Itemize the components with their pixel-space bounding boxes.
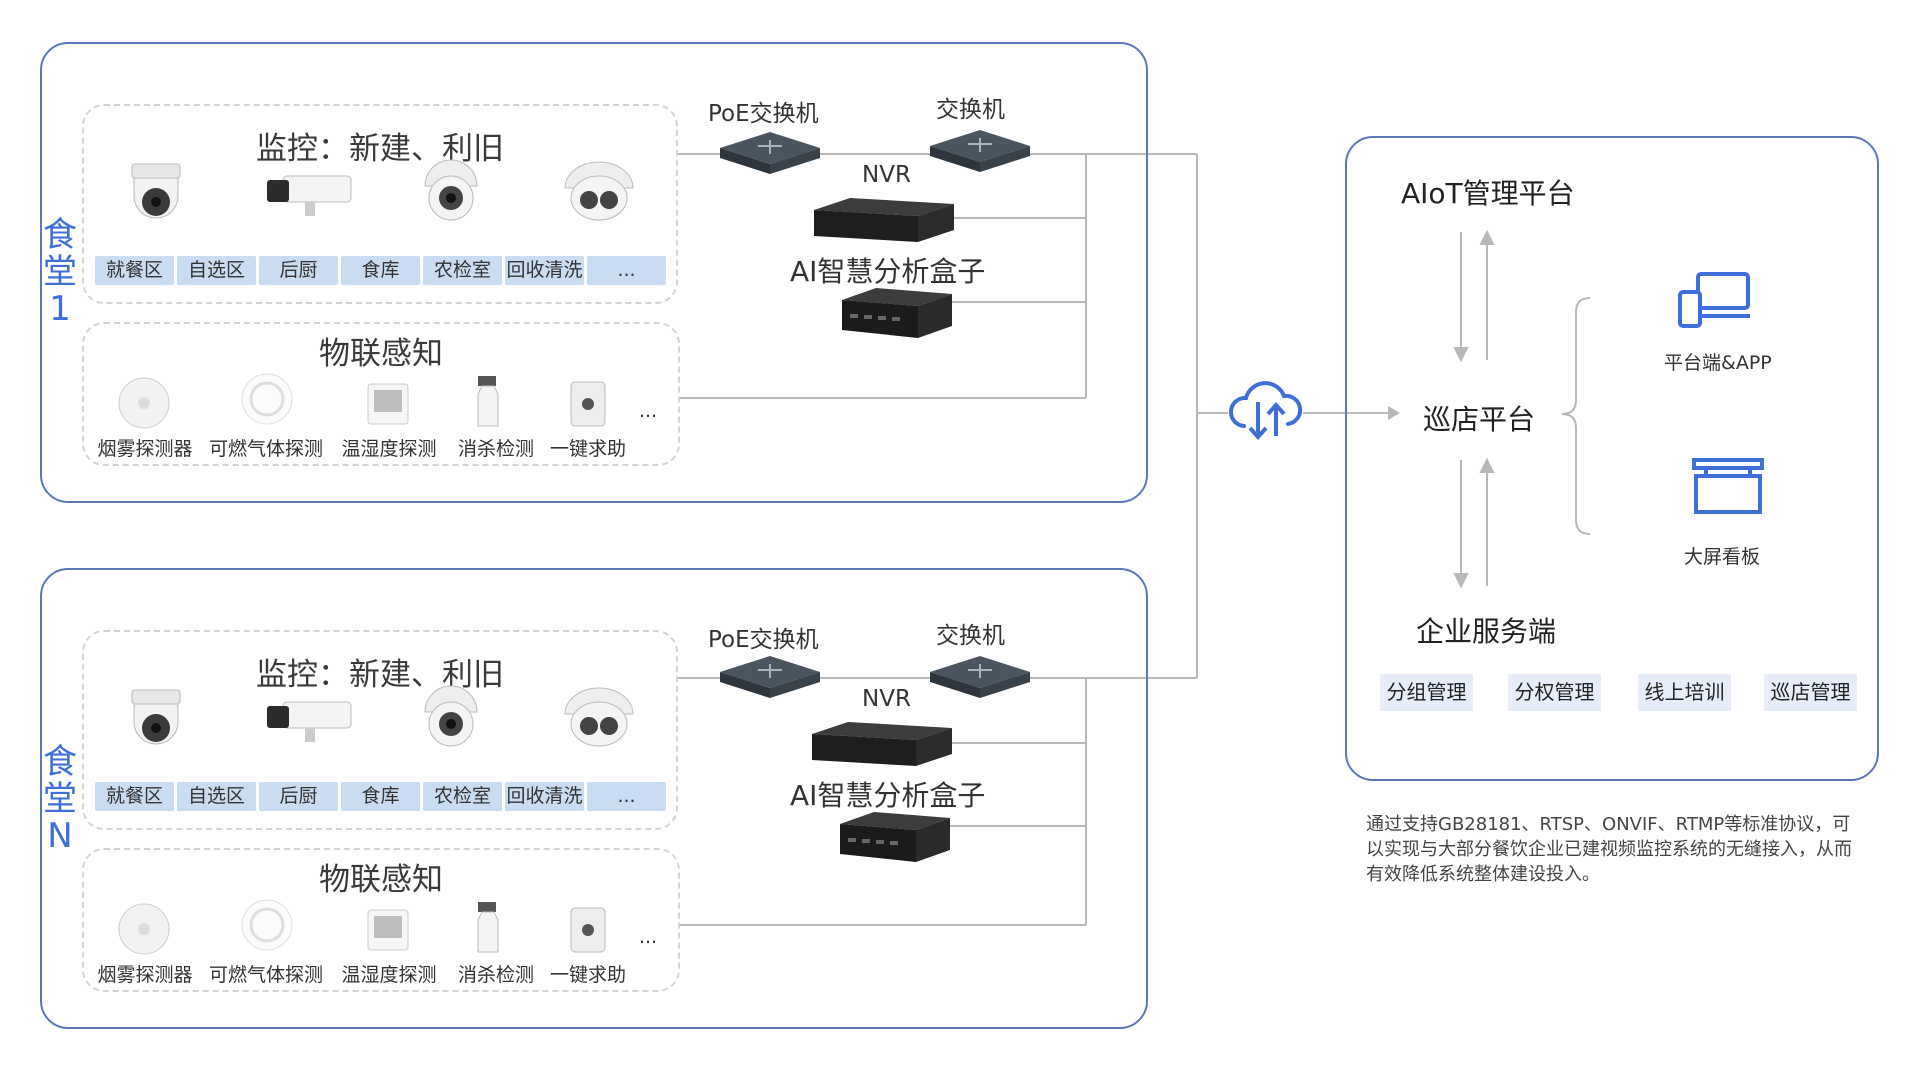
zone-chip-storage: 食库: [341, 782, 420, 811]
terminal-label-app: 平台端&APP: [1664, 352, 1772, 374]
gas-detector-icon: [241, 899, 293, 951]
sensor-label-sos: 一键求助: [549, 438, 626, 460]
switch-icon: [930, 656, 1030, 698]
iot-box-1: [82, 322, 680, 466]
zone-chip-self-select: 自选区: [177, 782, 256, 811]
zone-chip-inspection: 农检室: [423, 782, 502, 811]
sos-button-icon: [570, 907, 606, 953]
smoke-detector-icon: [118, 903, 170, 955]
zone-chip-kitchen: 后厨: [259, 782, 338, 811]
sensor-more: ...: [638, 400, 658, 422]
zone-chip-recycling: 回收清洗: [505, 256, 584, 285]
service-chip-group: 分组管理: [1380, 674, 1473, 711]
sensor-label-smoke: 烟雾探测器: [97, 964, 193, 986]
disinfection-sprayer-icon: [477, 902, 499, 953]
nvr-icon: [812, 722, 952, 766]
enterprise-service-title: 企业服务端: [1416, 615, 1557, 648]
nvr-icon: [814, 198, 954, 242]
zone-chip-dining: 就餐区: [95, 256, 174, 285]
turret-camera-icon: [424, 159, 478, 221]
terminal-label-dashboard: 大屏看板: [1684, 546, 1761, 568]
zone-chip-self-select: 自选区: [177, 256, 256, 285]
site-box-n: [40, 568, 1148, 1029]
site-box-1: [40, 42, 1148, 503]
ptz-camera-icon: [131, 163, 181, 219]
iot-title-n: 物联感知: [319, 862, 443, 898]
iot-title-1: 物联感知: [319, 336, 443, 372]
switch-label-n: 交换机: [936, 623, 1005, 649]
gas-detector-icon: [241, 373, 293, 425]
thermo-hygrometer-icon: [367, 909, 409, 951]
cloud-upload-download-icon: [1228, 381, 1303, 441]
dashboard-screen-icon: [1692, 458, 1764, 514]
ai-box-icon: [842, 288, 952, 338]
nvr-label-1: NVR: [862, 162, 911, 188]
service-chip-training: 线上培训: [1638, 674, 1731, 711]
sensor-label-gas: 可燃气体探测: [208, 438, 323, 460]
sensor-label-gas: 可燃气体探测: [208, 964, 323, 986]
thermal-camera-icon: [564, 161, 634, 221]
zone-chip-dining: 就餐区: [95, 782, 174, 811]
nvr-label-n: NVR: [862, 686, 911, 712]
ai-box-label-n: AI智慧分析盒子: [790, 779, 986, 812]
ai-box-label-1: AI智慧分析盒子: [790, 255, 986, 288]
monitoring-box-1: [82, 104, 678, 304]
disinfection-sprayer-icon: [477, 376, 499, 427]
iot-box-n: [82, 848, 680, 992]
sensor-label-smoke: 烟雾探测器: [97, 438, 193, 460]
protocol-note: 通过支持GB28181、RTSP、ONVIF、RTMP等标准协议，可以实现与大部…: [1366, 814, 1852, 885]
poe-switch-label-n: PoE交换机: [708, 627, 819, 653]
sensor-label-disinfect: 消杀检测: [457, 964, 534, 986]
monitoring-title-n: 监控：新建、利旧: [256, 657, 504, 693]
monitoring-title-1: 监控：新建、利旧: [256, 131, 504, 167]
platform-box: [1345, 136, 1879, 781]
thermal-camera-icon: [564, 687, 634, 747]
service-chip-permission: 分权管理: [1508, 674, 1601, 711]
sos-button-icon: [570, 381, 606, 427]
switch-label-1: 交换机: [936, 97, 1005, 123]
zone-chip-kitchen: 后厨: [259, 256, 338, 285]
zone-chip-storage: 食库: [341, 256, 420, 285]
ptz-camera-icon: [131, 689, 181, 745]
sensor-label-temp: 温湿度探测: [341, 964, 437, 986]
monitoring-box-n: [82, 630, 678, 830]
ai-box-icon: [840, 812, 950, 862]
smoke-detector-icon: [118, 377, 170, 429]
sensor-label-disinfect: 消杀检测: [457, 438, 534, 460]
patrol-platform-title: 巡店平台: [1423, 403, 1536, 436]
poe-switch-icon: [720, 656, 820, 698]
service-chip-patrol: 巡店管理: [1764, 674, 1857, 711]
sensor-label-temp: 温湿度探测: [341, 438, 437, 460]
bullet-camera-icon: [267, 175, 352, 216]
zone-chip-more: ...: [587, 782, 666, 811]
poe-switch-icon: [720, 132, 820, 174]
switch-icon: [930, 130, 1030, 172]
zone-chip-more: ...: [587, 256, 666, 285]
sensor-more: ...: [638, 926, 658, 948]
devices-icon: [1678, 272, 1750, 328]
bullet-camera-icon: [267, 701, 352, 742]
poe-switch-label-1: PoE交换机: [708, 101, 819, 127]
zone-chip-inspection: 农检室: [423, 256, 502, 285]
aiot-platform-title: AIoT管理平台: [1401, 177, 1575, 210]
thermo-hygrometer-icon: [367, 383, 409, 425]
turret-camera-icon: [424, 685, 478, 747]
zone-chip-recycling: 回收清洗: [505, 782, 584, 811]
sensor-label-sos: 一键求助: [549, 964, 626, 986]
